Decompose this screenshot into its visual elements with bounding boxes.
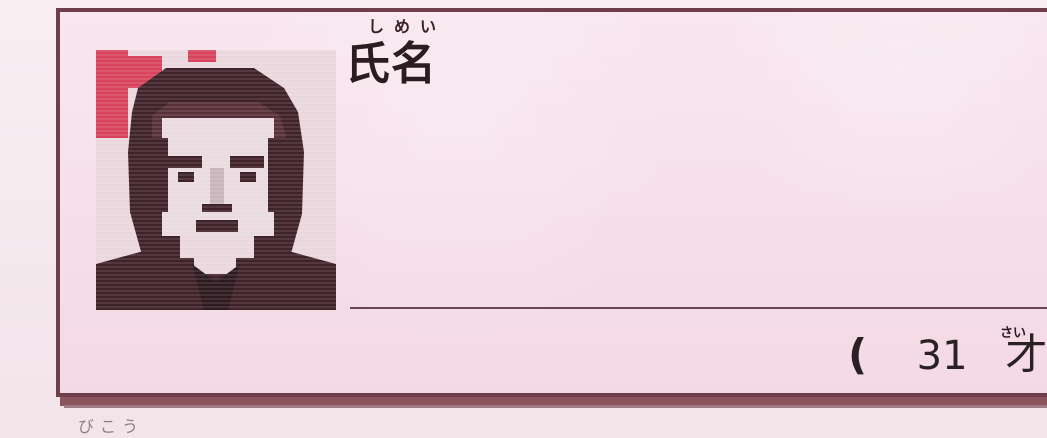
age-open-paren: ( — [848, 330, 868, 379]
age-value: 31 — [916, 333, 968, 379]
age-ruby: さい — [1000, 326, 1027, 341]
age-display: ( 31 才 — [848, 330, 1047, 379]
bottom-rule — [64, 405, 1047, 408]
person-portrait-icon — [96, 50, 336, 310]
name-ruby: しめい — [368, 17, 447, 36]
name-underline — [350, 307, 1047, 309]
name-label: 氏名 — [345, 37, 438, 90]
remarks-ruby: びこう — [78, 417, 145, 436]
age-unit: 才 — [1005, 330, 1047, 379]
